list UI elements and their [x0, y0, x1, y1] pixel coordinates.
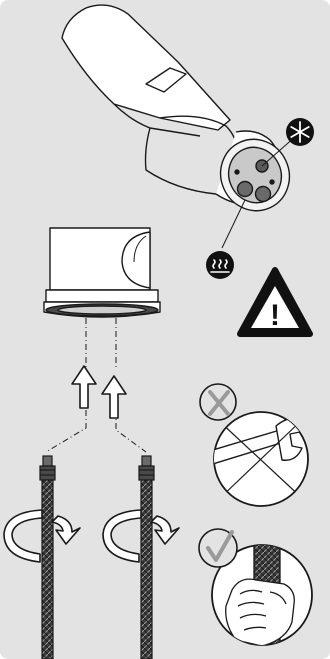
x-mark-icon [200, 384, 236, 420]
hot-leader-line [222, 200, 245, 248]
no-wrench-illustration [187, 384, 308, 524]
hose-right [139, 456, 154, 659]
spout-outlet-face [209, 128, 301, 222]
faucet-body [44, 228, 160, 317]
hose-left [40, 456, 55, 659]
hot-steam-icon [206, 251, 234, 279]
insert-up-arrows [72, 366, 126, 418]
hand-tighten-illustration [199, 529, 312, 659]
arrow-up-right-icon [102, 376, 126, 418]
arrow-up-left-icon [72, 366, 96, 408]
exclamation-warning-icon: ! [240, 270, 310, 334]
check-mark-icon [199, 529, 237, 567]
snowflake-icon [286, 118, 314, 146]
warning-mark: ! [270, 299, 280, 332]
alignment-lines [46, 318, 146, 452]
